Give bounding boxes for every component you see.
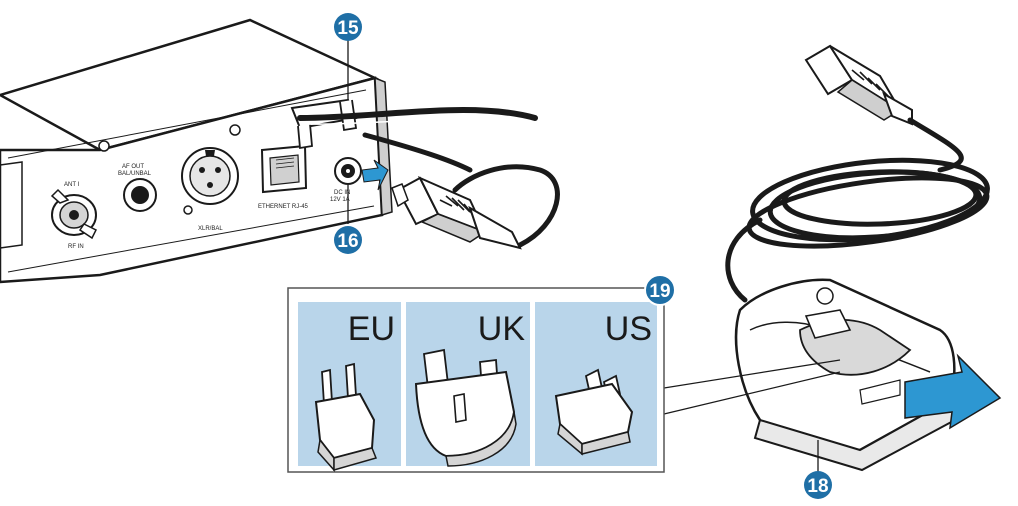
cable (297, 107, 538, 121)
power-supply-body (734, 278, 957, 472)
dc-in-socket (334, 157, 362, 185)
ethernet-label: ETHERNET RJ-45 (258, 204, 309, 210)
svg-text:15: 15 (337, 18, 359, 39)
ethernet-port (260, 144, 308, 194)
ant-label: ANT I (64, 182, 80, 188)
rf-in-label: RF IN (68, 244, 84, 250)
uk-plug-icon (414, 348, 517, 467)
push-arrow-icon (361, 159, 389, 191)
bal-unbal-label: BAL/UNBAL (118, 171, 152, 177)
plug-label-us: US (605, 310, 652, 348)
screw-icon (98, 140, 110, 152)
plug-adapter-box: EU UK US (287, 287, 665, 473)
svg-text:19: 19 (649, 281, 670, 302)
dc-barrel-plug (391, 175, 522, 250)
receiver-unit: ANT I RF IN AF OUT BAL/UNBAL XLR/BAL ETH… (0, 18, 393, 284)
psu-dc-plug (804, 44, 913, 126)
dc-spec-label: 12V 1A (330, 197, 350, 203)
svg-text:18: 18 (807, 476, 828, 497)
leader-line (663, 371, 841, 415)
xlr-label: XLR/BAL (198, 226, 223, 232)
screw-icon (229, 124, 241, 136)
svg-text:16: 16 (337, 231, 358, 252)
af-out-jack (123, 178, 157, 212)
xlr-connector (181, 147, 239, 205)
af-out-label: AF OUT (122, 164, 144, 170)
bnc-antenna-connector (50, 188, 98, 240)
us-plug-icon (554, 368, 634, 456)
dc-cable (452, 164, 560, 248)
plug-label-eu: EU (348, 310, 395, 348)
callout-18: 18 (804, 471, 832, 499)
leader-line (663, 359, 841, 389)
callout-19: 19 (644, 274, 676, 306)
screw-icon (183, 205, 193, 215)
callout-16: 16 (334, 226, 362, 254)
eu-plug-icon (314, 362, 378, 472)
dc-in-label: DC IN (334, 190, 350, 196)
cable (362, 132, 473, 173)
plug-label-uk: UK (478, 310, 526, 348)
insert-arrow-icon (904, 353, 1002, 430)
coiled-cable (725, 117, 990, 303)
callout-15: 15 (334, 13, 362, 41)
